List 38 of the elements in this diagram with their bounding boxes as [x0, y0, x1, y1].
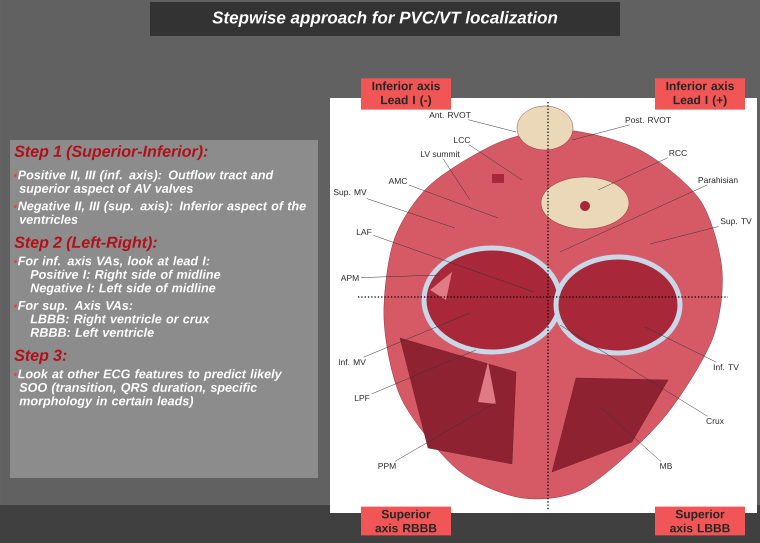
part-label: Ant. RVOT — [429, 112, 471, 118]
part-label: Sup. MV — [334, 189, 367, 197]
leader-line — [572, 124, 630, 140]
title: Stepwise approach for PVC/VT localization — [212, 11, 558, 27]
part-label: PPM — [378, 463, 396, 469]
part-label: Parahisian — [698, 176, 738, 184]
part-label: LAF — [356, 229, 372, 235]
part-label: Post. RVOT — [626, 117, 671, 123]
leader-line — [468, 119, 516, 132]
part-label: APM — [340, 275, 359, 281]
leader-line — [644, 326, 717, 362]
leader-line — [600, 406, 662, 462]
axis-label-box: Superior axis LBBB — [655, 506, 745, 536]
text-block: Step 1 (Superior-Inferior): Positive II, III (inf. axis): Outflow tract and superior aspect of AV valves Negative II, III (sup. axis): Inferior aspect of the ventricles Step 2 (Left-Right): For inf. axis VAs, look at lead I: Positive I: Right side of midline Negative I: Left side of midline For sup. Axis VAs: LBBB: Right ventricle or crux RBBB: Left ventricle Step 3: Look at other ECG features to predict likely SOO (transition, QRS duration, specific morphology in certain leads) — [14, 145, 306, 408]
leader-line — [650, 226, 719, 244]
part-label: LPF — [354, 395, 370, 401]
leader-line — [408, 184, 498, 218]
axis-label-box: Superior axis RBBB — [361, 506, 451, 536]
leader-line — [360, 274, 440, 278]
part-label: MB — [660, 463, 672, 469]
part-label: Inf. MV — [338, 358, 366, 366]
part-label: AMC — [388, 178, 408, 184]
leader-line — [373, 235, 534, 292]
leader-line — [371, 350, 476, 394]
part-label: Crux — [706, 418, 724, 424]
part-label: LCC — [454, 137, 470, 143]
leader-line — [363, 312, 470, 358]
part-label: RCC — [669, 150, 687, 156]
axis-label-box: Inferior axis Lead I (-) — [361, 78, 451, 110]
leader-line — [560, 324, 708, 417]
leader-line — [394, 402, 498, 462]
part-label: Sup. TV — [720, 218, 752, 226]
axis-label-box: Inferior axis Lead I (+) — [655, 78, 745, 110]
part-label: LV summit — [420, 150, 460, 158]
leader-line — [442, 158, 470, 200]
leader-line — [366, 198, 456, 228]
part-label: Inf. TV — [714, 364, 739, 370]
leader-line — [560, 184, 708, 252]
